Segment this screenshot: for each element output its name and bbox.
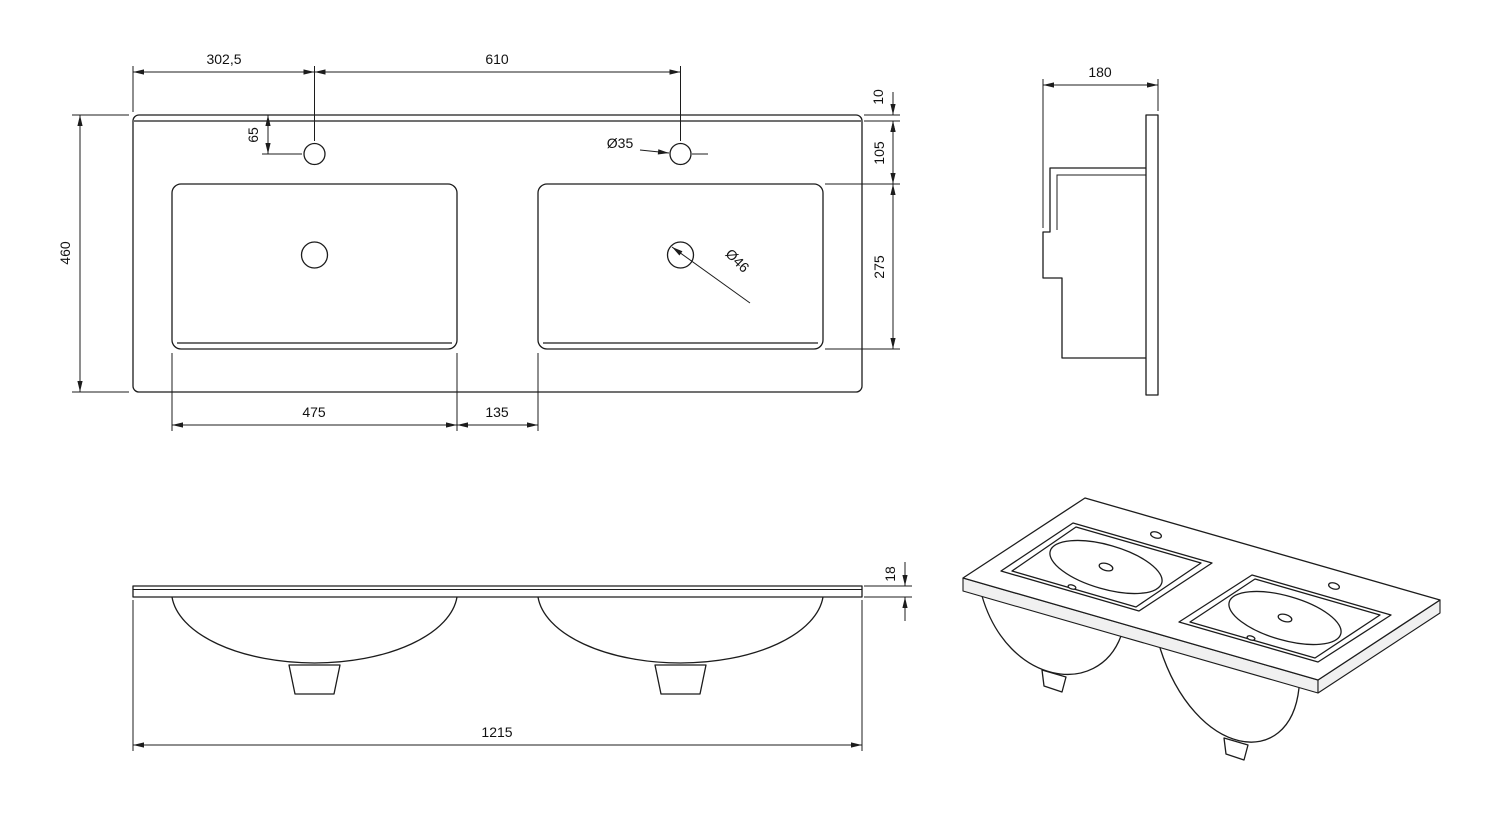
dim-basin-width: 475 <box>171 353 458 431</box>
dim-back-lip-depth: 10 <box>864 89 900 144</box>
dim-label: 275 <box>871 255 887 279</box>
dim-left-edge-to-first-hole: 302,5 <box>132 51 315 141</box>
iso-view <box>962 497 1441 761</box>
dim-top-thickness: 18 <box>864 562 912 621</box>
basin-right-rim <box>1178 574 1392 663</box>
dim-label: Ø46 <box>723 245 753 275</box>
faucet-hole-left-iso <box>1149 531 1163 539</box>
bowl-left-surface <box>1049 539 1163 595</box>
side-panel-outline <box>1145 114 1159 396</box>
overflow-hole-left <box>1067 584 1077 590</box>
faucet-hole-left <box>303 142 326 166</box>
dim-label: 10 <box>870 89 886 105</box>
drain-stub-right <box>1223 737 1249 761</box>
dim-label: 105 <box>871 141 887 165</box>
leader-line <box>671 246 751 304</box>
slab-outline <box>132 585 863 598</box>
dim-label: Ø35 <box>607 135 634 151</box>
dim-label: 1215 <box>481 724 512 740</box>
bowl-left-arc <box>171 596 458 664</box>
dim-lip-to-basin: 105 <box>825 121 900 185</box>
bowl-right-underside <box>1159 647 1300 743</box>
leader-line <box>639 149 670 155</box>
callout-drain-hole-diameter: Ø46 <box>671 245 753 304</box>
dim-label: 460 <box>57 241 73 265</box>
bowl-right-surface <box>1228 590 1342 646</box>
dim-label: 610 <box>485 51 509 67</box>
dim-label: 18 <box>882 566 898 582</box>
bowl-profile <box>1042 167 1146 359</box>
dim-overall-height: 180 <box>1042 64 1159 228</box>
dim-hole-from-top-edge: 65 <box>245 115 302 155</box>
basin-right-inner-rim <box>1189 578 1381 659</box>
dim-basin-depth: 275 <box>825 184 900 350</box>
dim-label: 180 <box>1088 64 1112 80</box>
dim-label: 135 <box>485 404 509 420</box>
basin-left-outline <box>171 183 458 350</box>
faucet-hole-right <box>669 142 692 166</box>
side-view: 180 <box>1042 64 1159 396</box>
faucet-hole-right-iso <box>1327 582 1341 590</box>
drain-hole-left <box>300 241 329 269</box>
top-face <box>962 497 1441 681</box>
drain-left-outline <box>288 664 341 695</box>
dim-overall-depth: 460 <box>57 114 129 393</box>
dim-label: 475 <box>302 404 326 420</box>
bowl-right-arc <box>537 596 824 664</box>
plan-view: 302,5 610 65 460 10 <box>57 51 900 431</box>
drain-hole-right <box>666 241 695 269</box>
bowl-inner-line <box>1056 174 1146 230</box>
basin-left-inner-rim <box>1011 526 1202 608</box>
basin-right-outline <box>537 183 824 350</box>
drain-hole-right-iso <box>1277 613 1293 623</box>
drain-right-outline <box>654 664 707 695</box>
dim-label: 302,5 <box>206 51 241 67</box>
dim-hole-spacing: 610 <box>314 51 681 141</box>
drain-hole-left-iso <box>1098 562 1114 572</box>
dim-between-basins: 135 <box>457 353 539 431</box>
countertop-outline <box>132 114 863 393</box>
dim-label: 65 <box>245 127 261 143</box>
front-view: 18 1215 <box>132 562 912 751</box>
drain-stub-left <box>1041 669 1067 693</box>
dim-overall-width: 1215 <box>132 600 863 751</box>
callout-faucet-hole-diameter: Ø35 <box>607 135 708 155</box>
basin-left-rim <box>1000 522 1213 612</box>
overflow-hole-right <box>1246 635 1256 641</box>
